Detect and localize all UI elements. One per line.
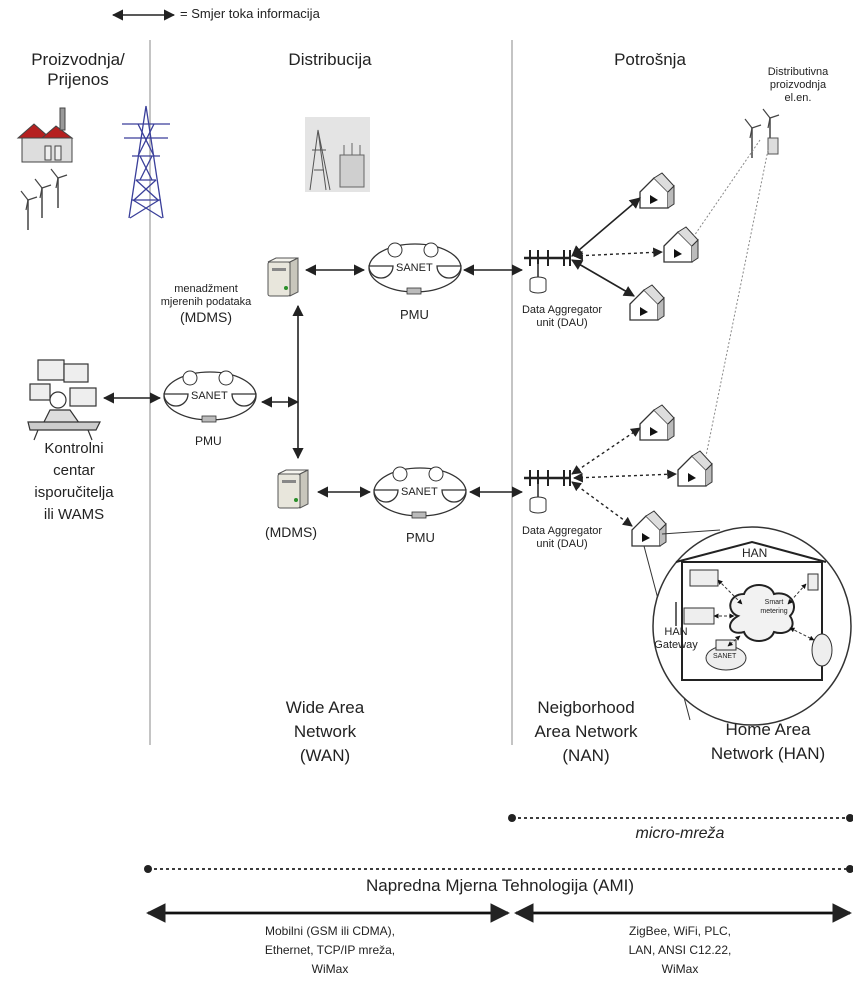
house-3-icon (629, 284, 665, 321)
tech-left-line-3: WiMax (311, 962, 349, 976)
han-line-2: Network (HAN) (710, 744, 826, 763)
smart-metering-cloud-icon (729, 584, 795, 642)
control-line-1: Kontrolni (44, 440, 104, 457)
han-devices (683, 569, 833, 671)
control-center-icon (27, 359, 101, 441)
house-6-icon (631, 510, 667, 547)
wan-line-1: Wide Area (285, 698, 365, 717)
dist-gen-line-3: el.en. (784, 92, 812, 105)
section-consumption: Potrošnja (614, 50, 686, 69)
pmu-label-3: PMU (406, 530, 435, 545)
tech-left-line-1: Mobilni (GSM ili CDMA), (264, 924, 395, 938)
tech-right-line-3: WiMax (661, 962, 699, 976)
nan-line-3: (NAN) (562, 746, 610, 765)
link-dg-house-2 (693, 139, 761, 237)
han-link-4 (727, 635, 741, 647)
section-distribution: Distribucija (288, 50, 372, 69)
arrow-dau2-house-4 (571, 427, 641, 475)
control-line-2: centar (53, 462, 95, 479)
tech-right-label: ZigBee, WiFi, PLC, LAN, ANSI C12.22, WiM… (580, 922, 780, 979)
distributed-generation-icon (744, 108, 780, 159)
dau-2-icon (522, 468, 572, 515)
han-link-5 (789, 627, 815, 641)
sanet-label-1: SANET (396, 262, 433, 274)
mdms-2-label: (MDMS) (264, 524, 318, 540)
arrow-dau-house-3 (571, 259, 635, 297)
mdms-line-3: (MDMS) (179, 309, 233, 326)
dist-gen-line-2: proizvodnja (769, 79, 827, 92)
dau-label-2: Data Aggregator unit (DAU) (512, 525, 612, 551)
han-link-2 (787, 583, 807, 605)
mdms-line-2: mjerenih podataka (160, 296, 252, 309)
mdms-server-2-icon (277, 469, 309, 509)
han-gateway-label: HAN Gateway (650, 626, 702, 652)
arrow-dau2-house-5 (573, 469, 677, 483)
micro-grid-span-start (508, 814, 516, 822)
section-production-line-1: Proizvodnja/ (31, 50, 125, 69)
han-gateway-line-1: HAN (664, 626, 688, 638)
dist-gen-line-1: Distributivna (767, 66, 829, 78)
wan-line-2: Network (293, 722, 357, 741)
nan-line-1: Neigborhood (537, 698, 635, 717)
han-zoom-line-2 (661, 529, 721, 535)
house-1-icon (639, 172, 675, 209)
wan-label: Wide Area Network (WAN) (250, 696, 400, 768)
nan-label: Neigborhood Area Network (NAN) (506, 696, 666, 768)
micro-grid-label: micro-mreža (635, 825, 725, 842)
sanet-label-3: SANET (401, 486, 438, 498)
mdms-server-icon (267, 257, 299, 297)
tech-right-line-2: LAN, ANSI C12.22, (628, 943, 732, 957)
han-title: HAN (742, 546, 768, 560)
dau-1-icon (522, 248, 572, 295)
tech-left-label: Mobilni (GSM ili CDMA), Ethernet, TCP/IP… (220, 922, 440, 979)
arrow-dau-house-2 (573, 247, 663, 261)
tech-left-line-2: Ethernet, TCP/IP mreža, (264, 943, 396, 957)
ami-label: Napredna Mjerna Tehnologija (AMI) (365, 876, 635, 895)
han-house-frame (675, 540, 827, 681)
section-dist-gen: Distributivna proizvodnja el.en. (748, 66, 848, 106)
sanet-label-2: SANET (191, 390, 228, 402)
ami-span-end (846, 865, 853, 873)
smart-metering-label: Smart metering (744, 598, 804, 616)
control-center-label: Kontrolni centar isporučitelja ili WAMS (8, 438, 140, 526)
wan-line-3: (WAN) (299, 746, 351, 765)
dau-1-line-1: Data Aggregator (521, 304, 603, 316)
house-4-icon (639, 404, 675, 441)
nan-line-2: Area Network (534, 722, 638, 741)
dau-label-1: Data Aggregator unit (DAU) (512, 304, 612, 330)
pmu-label-2: PMU (195, 434, 222, 448)
dau-2-line-1: Data Aggregator (521, 525, 603, 537)
house-2-icon (663, 226, 699, 263)
han-sanet-label: SANET (713, 653, 737, 660)
han-label: Home Area Network (HAN) (686, 718, 850, 766)
dau-1-line-2: unit (DAU) (536, 317, 588, 330)
dau-2-line-2: unit (DAU) (536, 538, 588, 551)
han-gateway-line-2: Gateway (654, 639, 698, 652)
han-link-1 (717, 579, 743, 605)
wind-turbines-icon (20, 168, 68, 231)
pmu-label-1: PMU (400, 307, 429, 322)
arrow-dau-house-1 (571, 197, 641, 257)
han-line-1: Home Area (725, 720, 811, 739)
legend-label: = Smjer toka informacija (180, 6, 320, 21)
house-5-icon (677, 450, 713, 487)
smart-metering-line-2: metering (760, 608, 788, 615)
link-dg-house-5 (705, 149, 769, 457)
arrow-dau2-house-6 (571, 481, 633, 527)
control-line-4: ili WAMS (43, 506, 105, 523)
transmission-tower-icon (122, 105, 170, 219)
micro-grid-span-end (846, 814, 853, 822)
mdms-label: menadžment mjerenih podataka (MDMS) (150, 283, 262, 326)
mdms-line-1: menadžment (174, 283, 238, 295)
smart-metering-line-1: Smart (764, 599, 784, 606)
substation-icon (305, 117, 370, 192)
power-plant-icon (16, 107, 74, 163)
control-line-3: isporučitelja (34, 484, 114, 501)
section-production: Proizvodnja/ Prijenos (8, 50, 148, 91)
tech-right-line-1: ZigBee, WiFi, PLC, (628, 924, 732, 938)
ami-span-start (144, 865, 152, 873)
section-production-line-2: Prijenos (47, 70, 109, 90)
